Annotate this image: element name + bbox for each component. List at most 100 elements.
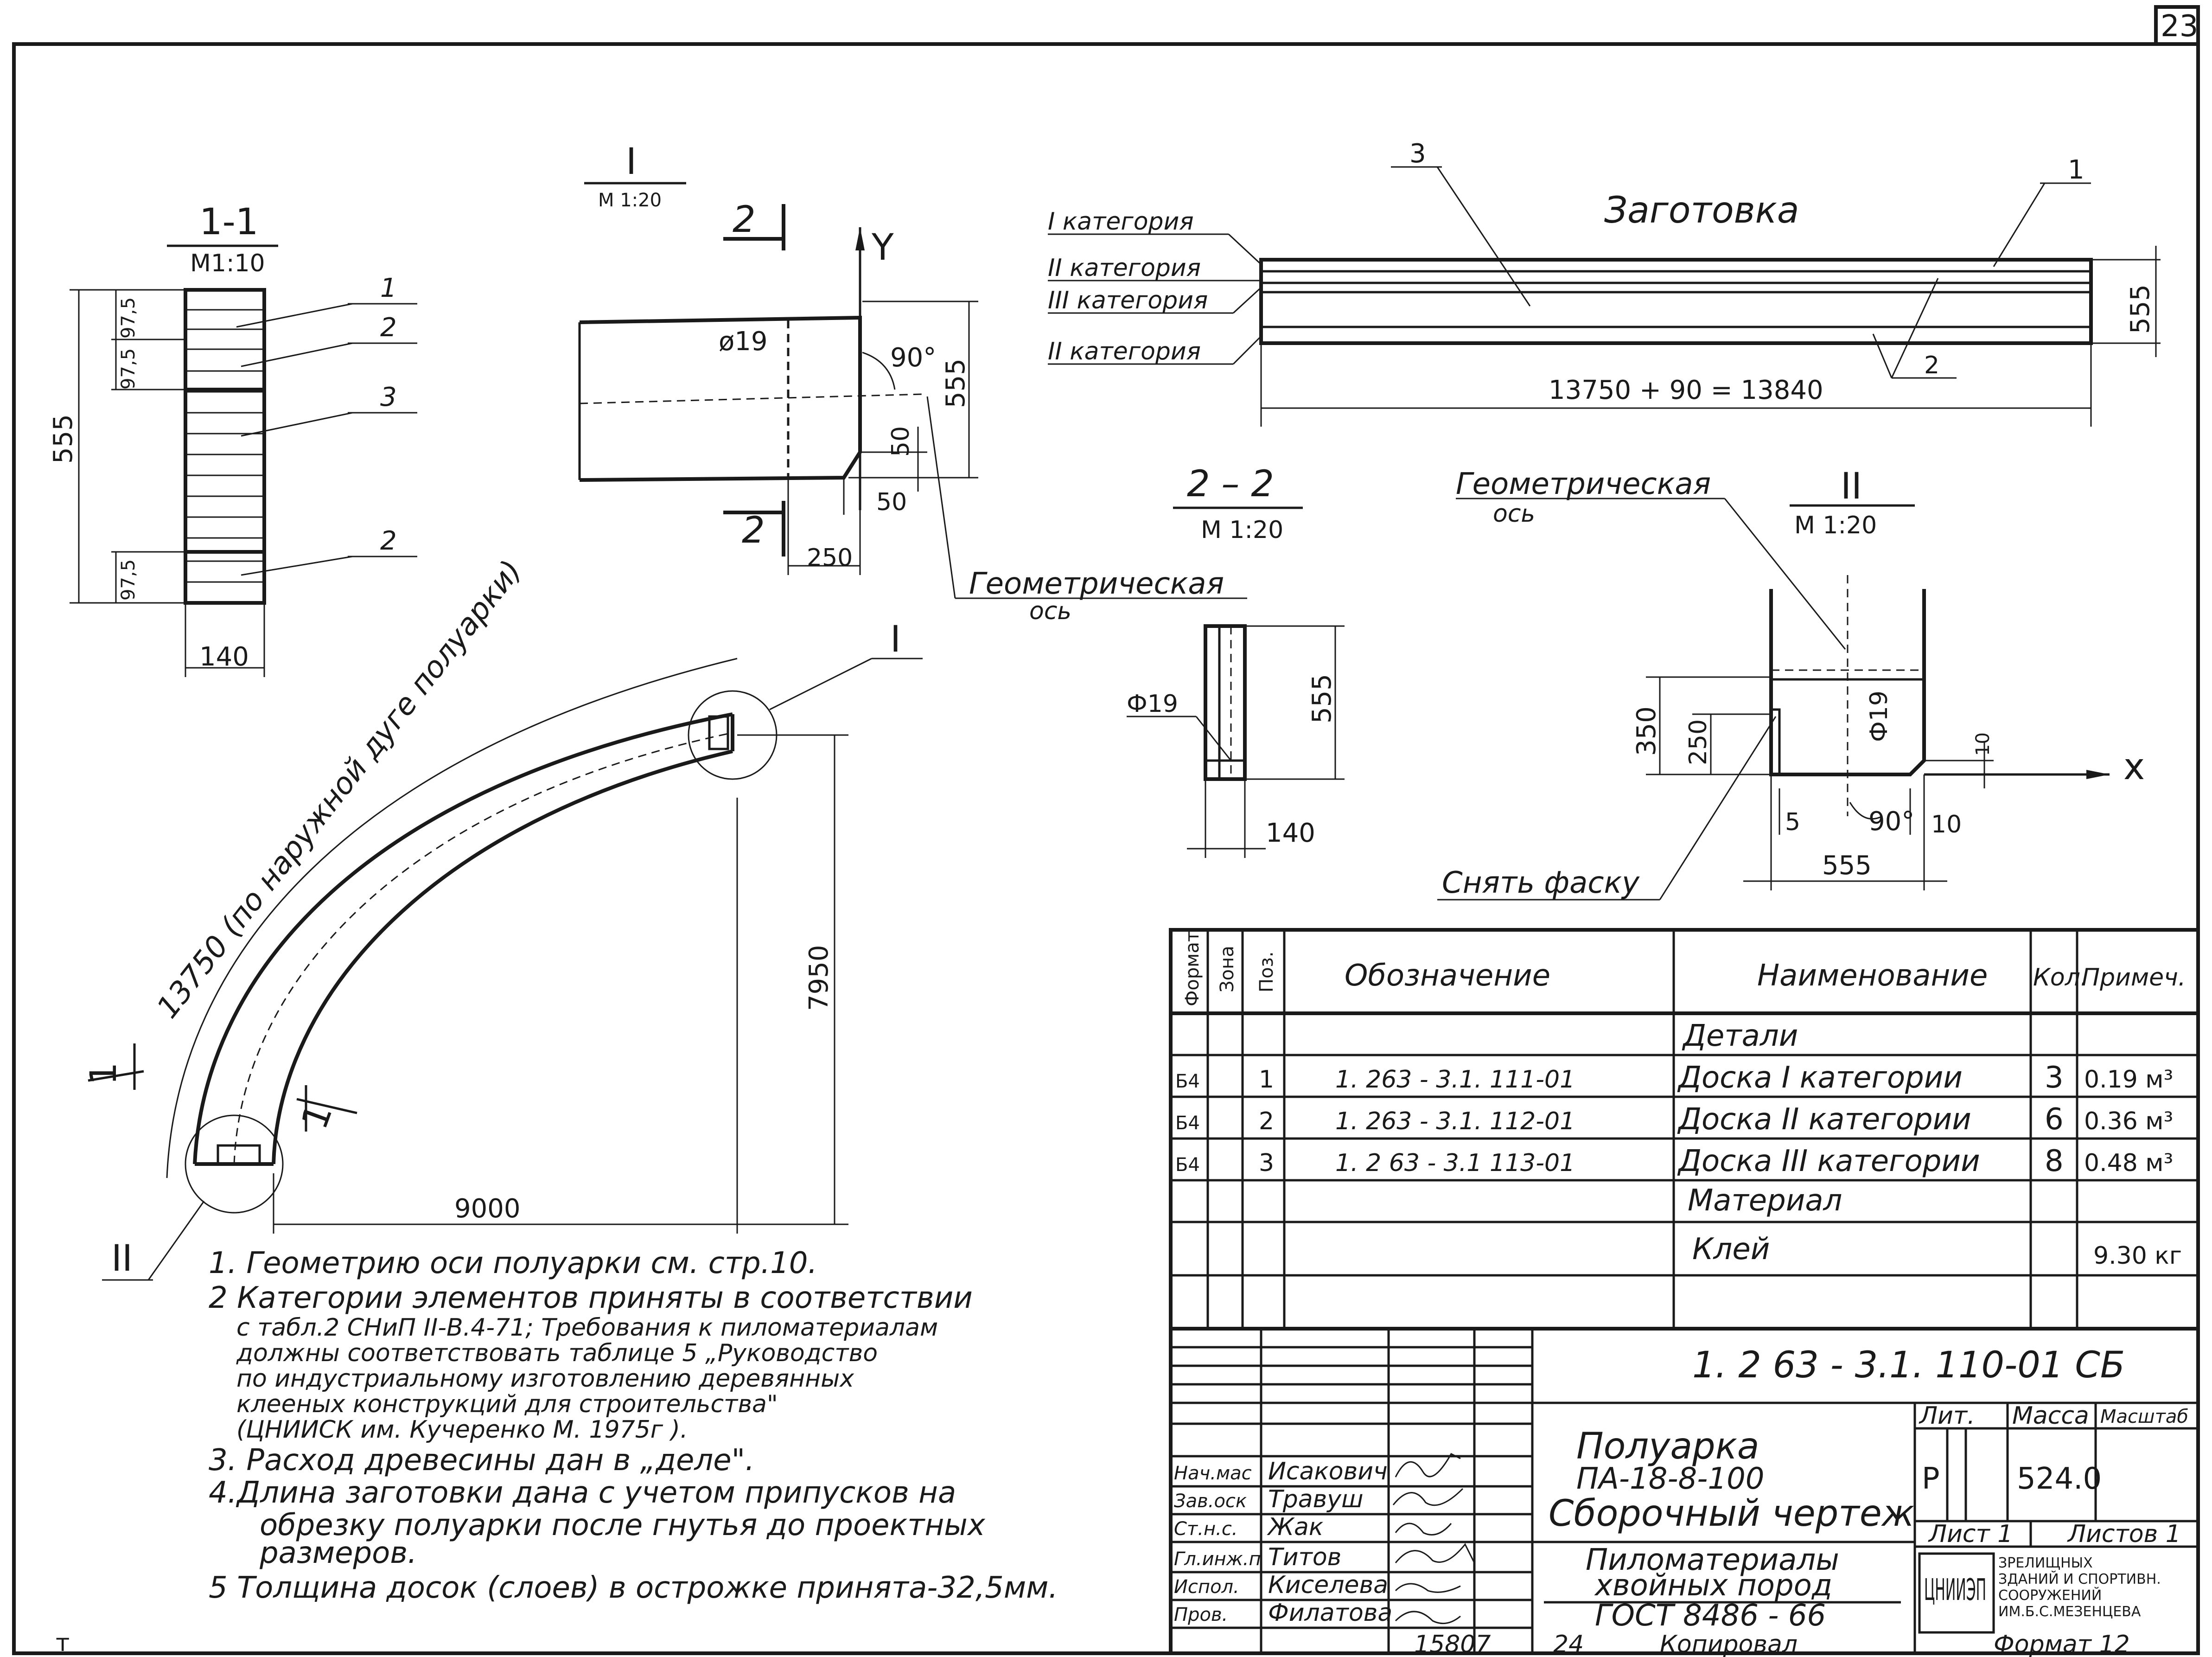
section-1-1: 1-1 М1:10 555 97,5 97,5 97,5 14: [48, 201, 417, 677]
section-2-2-title: 2 – 2: [1187, 463, 1274, 505]
spec-header-note: Примеч.: [2082, 964, 2186, 992]
spec-header-designation: Обозначение: [1345, 959, 1550, 993]
spec-section-details: Детали: [1682, 1019, 1798, 1053]
detail-II-dim-350: 350: [1632, 706, 1662, 756]
blank-body: [1259, 258, 2093, 345]
org-line-1: ЗРЕЛИЩНЫХ: [1998, 1555, 2093, 1571]
section-1-1-callout-2b: 2: [380, 526, 397, 556]
title-line-3: Сборочный чертеж: [1549, 1493, 1914, 1535]
detail-I-dim-height: 555: [941, 358, 971, 408]
detail-II: II М 1:20 Ф19 x 350 250 10 5 90° 10 555 …: [1437, 466, 2145, 901]
spec-header-pos: Поз.: [1256, 951, 1277, 992]
spec-header-qty: Кол.: [2033, 964, 2088, 992]
detail-II-axis-x: x: [2123, 746, 2145, 788]
arch-axis: [233, 732, 733, 1164]
note-line-4: должны соответствовать таблице 5 „Руково…: [236, 1339, 878, 1367]
detail-I-title: I: [626, 141, 637, 183]
note-line-3: с табл.2 СНиП II-В.4-71; Требования к пи…: [236, 1314, 938, 1342]
detail-II-dim-250: 250: [1684, 719, 1712, 765]
detail-I-cut-label-top: 2: [733, 199, 756, 241]
spec-row-1-format: Б4: [1175, 1071, 1200, 1092]
spec-row-2-designation: 1. 263 - 3.1. 112-01: [1335, 1107, 1575, 1135]
spec-row-1-qty: 3: [2045, 1061, 2064, 1095]
spec-row-2-qty: 6: [2045, 1102, 2064, 1137]
detail-II-note-chamfer: Снять фаску: [1442, 866, 1640, 900]
detail-I-dim-chamfer-v: 50: [887, 426, 915, 457]
blank-title: Заготовка: [1604, 190, 1799, 231]
note-line-7: (ЦНИИСК им. Кучеренко М. 1975г ).: [236, 1416, 688, 1444]
page-number: 23: [2161, 9, 2198, 44]
spec-row-1-note: 0.19 м³: [2084, 1066, 2173, 1094]
section-2-2-dim-width: 140: [1266, 818, 1315, 848]
detail-I: I М 1:20 2 2 Y ø19 90° 555 50 50 250: [578, 141, 978, 575]
detail-II-hole: Ф19: [1865, 691, 1893, 742]
section-1-1-title: 1-1: [199, 201, 258, 243]
spec-row-2-format: Б4: [1175, 1113, 1200, 1134]
section-2-2-body: [1204, 624, 1247, 781]
staff-role-2: Зав.оск: [1174, 1491, 1247, 1512]
material-line-3: ГОСТ 8486 - 66: [1595, 1599, 1826, 1633]
material-line-2: хвойных пород: [1594, 1568, 1832, 1603]
spec-row-3-designation: 1. 2 63 - 3.1 113-01: [1335, 1149, 1575, 1177]
section-1-1-callout-2: 2: [380, 313, 397, 343]
specification-table: Формат Зона Поз. Обозначение Наименовани…: [1169, 928, 2200, 1331]
staff-role-6: Пров.: [1174, 1604, 1228, 1625]
spec-header-format: Формат: [1182, 931, 1203, 1006]
org-line-3: СООРУЖЕНИЙ: [1998, 1587, 2102, 1604]
arch-marker-II: II: [111, 1238, 133, 1280]
sheets-label: Листов 1: [2067, 1520, 2181, 1548]
note-line-2: 2 Категории элементов приняты в соответс…: [209, 1281, 973, 1315]
org-logo: ЦНИИЭП: [1924, 1573, 1986, 1607]
blank-view: Заготовка I категория II категория III к…: [1048, 139, 2161, 427]
arch-dim-span: 9000: [454, 1194, 521, 1224]
spec-row-3-pos: 3: [1259, 1149, 1274, 1177]
geom-axis-2-sub: ось: [1493, 500, 1535, 528]
spec-glue-name: Клей: [1692, 1232, 1770, 1267]
note-line-11: размеров.: [259, 1536, 417, 1570]
drawing-frame: [12, 42, 2200, 1655]
blank-layer-2: II категория: [1048, 254, 1201, 282]
blank-callout-1: 1: [2068, 155, 2085, 185]
bottom-copy-label: Копировал: [1660, 1631, 1798, 1657]
note-line-5: по индустриальному изготовлению деревянн…: [236, 1365, 854, 1393]
detail-II-dim-width: 555: [1822, 851, 1872, 881]
staff-role-4: Гл.инж.п: [1174, 1548, 1261, 1570]
spec-row-2-name: Доска II категории: [1677, 1102, 1971, 1137]
detail-I-axis-y: Y: [871, 227, 894, 269]
blank-layer-1: I категория: [1048, 208, 1194, 236]
detail-II-dim-10-h: 10: [1931, 811, 1962, 838]
material-line-1: Пиломатериалы: [1586, 1543, 1839, 1577]
section-1-1-dim-top-a: 97,5: [118, 297, 139, 339]
geom-axis-1-label: Геометрическая: [969, 567, 1224, 601]
org-logo-box: [1918, 1552, 1995, 1634]
lit-header: Лит.: [1919, 1402, 1975, 1430]
detail-II-dim-10-v: 10: [1972, 732, 1994, 756]
section-1-1-dim-width: 140: [199, 642, 249, 672]
spec-row-3-format: Б4: [1175, 1154, 1200, 1176]
blank-layer-4: II категория: [1048, 338, 1201, 365]
arch-marker-I: I: [890, 619, 901, 660]
detail-II-scale: М 1:20: [1794, 512, 1877, 539]
section-1-1-callout-1: 1: [380, 273, 397, 303]
section-2-2-hole: Ф19: [1127, 690, 1178, 718]
bottom-left-mark: т: [56, 1629, 70, 1657]
detail-I-dim-chamfer-h: 50: [876, 488, 907, 516]
staff-name-6: Филатова: [1268, 1599, 1392, 1627]
geom-axis-1-sub: ось: [1029, 597, 1071, 625]
note-line-12: 5 Толщина досок (слоев) в острожке приня…: [209, 1571, 1058, 1605]
section-1-1-callout-3: 3: [380, 382, 397, 412]
section-2-2: 2 – 2 М 1:20 Ф19 555 140: [1127, 463, 1345, 858]
blank-callout-2: 2: [1924, 352, 1939, 379]
org-line-4: ИМ.Б.С.МЕЗЕНЦЕВА: [1998, 1604, 2141, 1620]
spec-header-name: Наименование: [1757, 959, 1988, 993]
spec-row-2-note: 0.36 м³: [2084, 1107, 2173, 1135]
section-1-1-scale: М1:10: [190, 250, 265, 277]
detail-I-dim-offset: 250: [807, 544, 853, 572]
bottom-format: Формат 12: [1994, 1631, 2130, 1657]
spec-row-1-pos: 1: [1259, 1066, 1274, 1094]
arch-inner-edge: [272, 749, 733, 1164]
section-1-1-body: [184, 288, 266, 605]
spec-row-1-name: Доска I категории: [1677, 1061, 1963, 1095]
blank-dim-length: 13750 + 90 = 13840: [1549, 375, 1823, 405]
